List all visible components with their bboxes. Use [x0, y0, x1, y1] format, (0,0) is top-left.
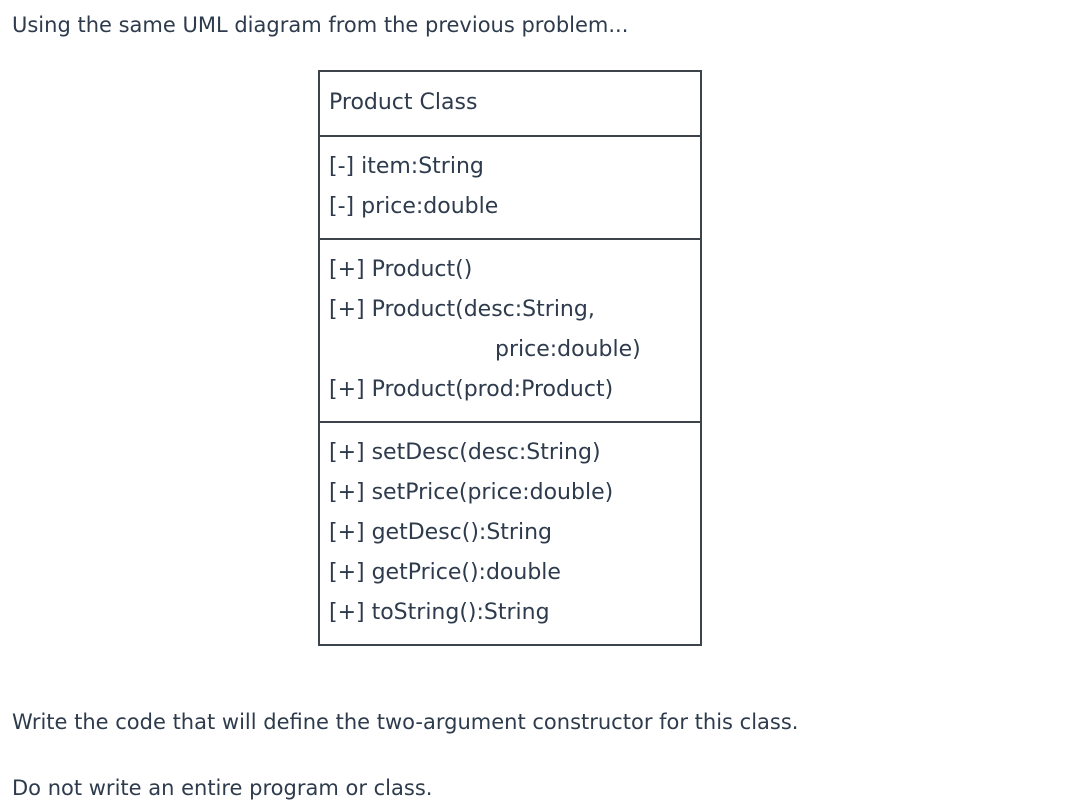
- uml-method-item: [+] getPrice():double: [329, 560, 561, 585]
- uml-class-title: Product Class: [329, 90, 478, 115]
- uml-attributes-section: [-] item:String [-] price:double: [320, 135, 700, 238]
- uml-methods-section: [+] setDesc(desc:String) [+] setPrice(pr…: [320, 421, 700, 644]
- uml-constructor-item-continuation: price:double): [495, 337, 641, 362]
- uml-constructor-item: [+] Product(prod:Product): [329, 377, 614, 402]
- question-instruction-primary: Write the code that will define the two-…: [12, 710, 799, 734]
- uml-class-name-section: Product Class: [320, 72, 700, 135]
- uml-method-item: [+] getDesc():String: [329, 520, 552, 545]
- question-instruction-secondary: Do not write an entire program or class.: [12, 776, 433, 800]
- uml-class-diagram: Product Class [-] item:String [-] price:…: [318, 70, 702, 646]
- uml-attribute-item: [-] price:double: [329, 194, 499, 219]
- uml-method-item: [+] setPrice(price:double): [329, 480, 614, 505]
- uml-attribute-item: [-] item:String: [329, 154, 484, 179]
- uml-constructor-item: [+] Product(): [329, 257, 473, 282]
- uml-constructors-section: [+] Product() [+] Product(desc:String, p…: [320, 238, 700, 421]
- uml-method-item: [+] toString():String: [329, 600, 550, 625]
- intro-text: Using the same UML diagram from the prev…: [12, 13, 629, 37]
- uml-constructor-item: [+] Product(desc:String,: [329, 297, 595, 322]
- uml-method-item: [+] setDesc(desc:String): [329, 440, 601, 465]
